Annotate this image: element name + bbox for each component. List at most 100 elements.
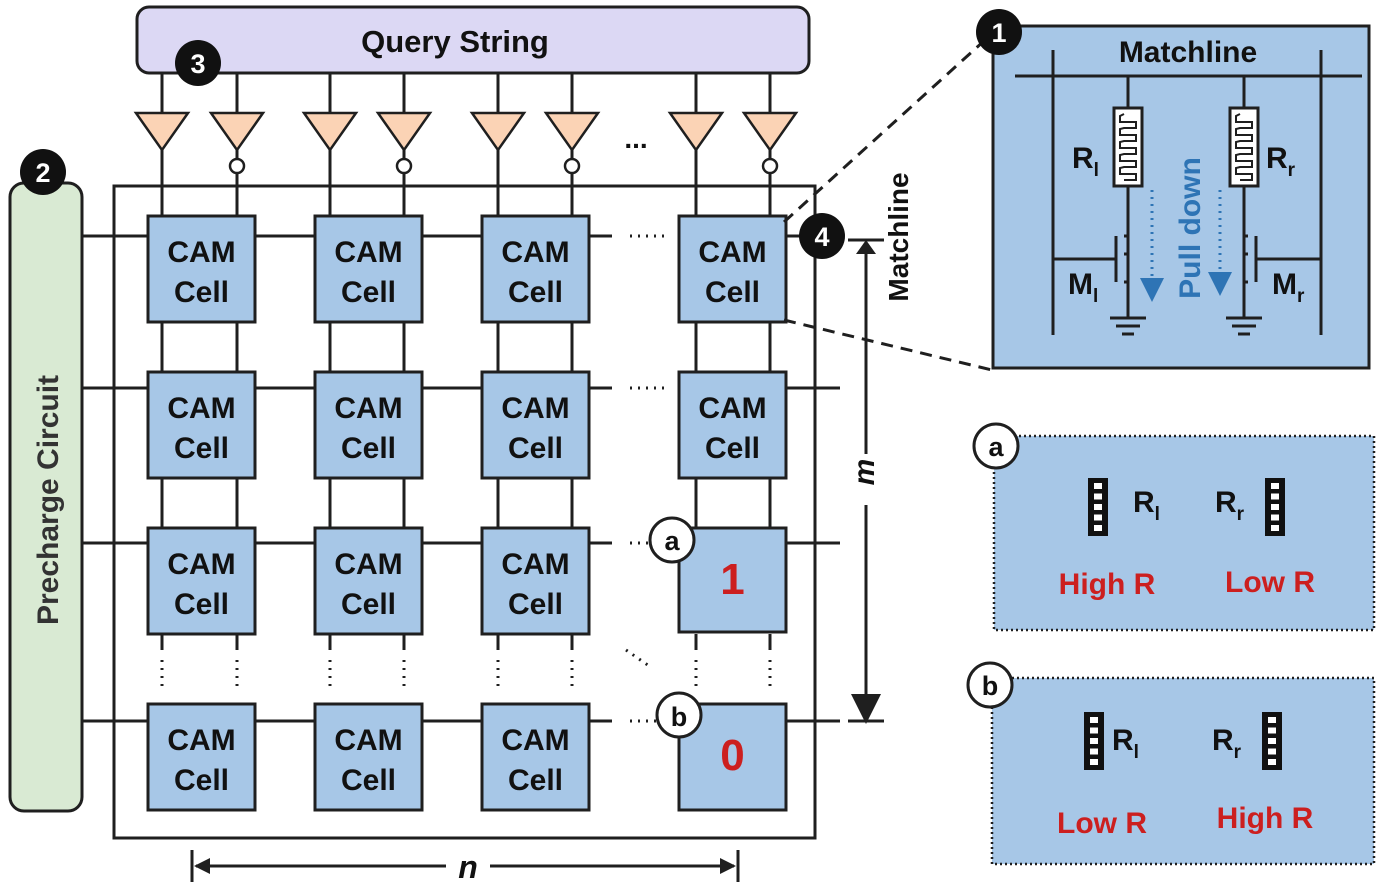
svg-text:a: a (664, 526, 680, 556)
m-label: m (848, 459, 881, 486)
cam-cell-line2: Cell (174, 432, 229, 465)
marker-1: 1 (976, 9, 1022, 55)
cam-cell-line1: CAM (698, 392, 766, 425)
cam-cell-line1: CAM (334, 392, 402, 425)
cam-cell-line2: Cell (341, 276, 396, 309)
cam-cell: CAM Cell (313, 214, 424, 324)
case-a-r-right-label: Rr (1215, 486, 1245, 525)
cam-cell: CAM Cell (146, 370, 257, 480)
m-left-label: Ml (1068, 268, 1098, 307)
resistor-right (1228, 76, 1260, 228)
svg-text:b: b (671, 702, 688, 732)
cam-cell: CAM Cell (480, 370, 591, 480)
r-right-label: Rr (1266, 142, 1296, 181)
precharge-label: Precharge Circuit (32, 375, 65, 625)
cam-cell-line2: Cell (341, 764, 396, 797)
inverter-bubble (563, 157, 581, 175)
cam-cell: CAM Cell (313, 370, 424, 480)
zoom-line-bottom (783, 318, 993, 372)
buffer-triangle (301, 111, 359, 153)
cam-cell-line2: Cell (508, 588, 563, 621)
cam-cell: CAM Cell (146, 526, 257, 636)
stored-value-text: 0 (720, 731, 744, 780)
case-b-resistor-left (1084, 712, 1104, 770)
case-a-resistor-right (1265, 478, 1285, 536)
buffer-triangle (667, 111, 725, 153)
zoom-line-top (782, 38, 987, 224)
cam-cell: CAM Cell (677, 370, 788, 480)
cam-cell-line1: CAM (334, 236, 402, 269)
cam-cell-line2: Cell (705, 276, 760, 309)
svg-text:4: 4 (814, 222, 829, 252)
svg-text:1: 1 (991, 18, 1006, 48)
cam-cell-line2: Cell (508, 764, 563, 797)
case-b-left-state: Low R (1057, 807, 1147, 840)
n-label: n (458, 849, 478, 885)
array-content: CAMCellCAMCellCAMCellCAMCellCAMCellCAMCe… (82, 73, 840, 812)
case-b-panel (990, 676, 1376, 866)
case-b-resistor-right (1262, 712, 1282, 770)
detail-circuit (1053, 76, 1321, 336)
case-b-r-right-label: Rr (1212, 724, 1242, 763)
m-arrow-top (856, 240, 876, 254)
n-arrow-left (194, 858, 210, 874)
marker-2: 2 (20, 149, 66, 195)
cam-cell-line1: CAM (334, 548, 402, 581)
case-b-r-left-label: Rl (1112, 724, 1139, 763)
buffer-triangle (133, 111, 191, 153)
svg-text:2: 2 (35, 158, 50, 188)
pull-down-label: Pull down (1174, 157, 1207, 299)
transistor-left (1053, 222, 1146, 336)
cam-cell-line2: Cell (341, 432, 396, 465)
cam-cell-line2: Cell (174, 588, 229, 621)
cam-cell-line1: CAM (167, 548, 235, 581)
query-string-label: Query String (361, 24, 549, 59)
cam-cell-line2: Cell (705, 432, 760, 465)
cam-cell: CAM Cell (146, 702, 257, 812)
inverter-triangle (741, 111, 799, 153)
cam-cell: CAM Cell (480, 702, 591, 812)
resistor-left (1112, 76, 1144, 228)
svg-text:3: 3 (190, 49, 205, 79)
cam-cell: CAM Cell (677, 214, 788, 324)
cam-cell-line1: CAM (167, 392, 235, 425)
cam-cell-line1: CAM (167, 236, 235, 269)
array-matchline-label: Matchline (883, 172, 914, 301)
cam-cell-line1: CAM (501, 724, 569, 757)
cam-cell-line2: Cell (508, 276, 563, 309)
marker-a-array: a (648, 516, 696, 564)
case-a-right-state: Low R (1225, 566, 1315, 599)
m-right-label: Mr (1272, 268, 1305, 307)
inverter-triangle (543, 111, 601, 153)
query-string-bar (135, 5, 811, 75)
cam-cell-line1: CAM (501, 392, 569, 425)
svg-text:a: a (988, 432, 1004, 462)
buffer-triangle (469, 111, 527, 153)
cam-cell-line2: Cell (508, 432, 563, 465)
cell-detail-panel (991, 24, 1371, 370)
cam-cell-line2: Cell (341, 588, 396, 621)
case-b-right-state: High R (1217, 802, 1314, 835)
cam-cell: CAM Cell (313, 526, 424, 636)
cam-cell-line2: Cell (174, 764, 229, 797)
cam-cell: CAM Cell (480, 214, 591, 324)
n-arrow-right (720, 858, 736, 874)
case-a-resistor-left (1088, 478, 1108, 536)
r-left-label: Rl (1072, 142, 1099, 181)
marker-b-panel: b (966, 661, 1014, 709)
stored-value-cell: 1 (677, 526, 788, 634)
cam-cell-line1: CAM (698, 236, 766, 269)
marker-4: 4 (799, 213, 845, 259)
case-panels-content (1084, 478, 1285, 770)
case-a-r-left-label: Rl (1133, 486, 1160, 525)
cam-cell-line1: CAM (167, 724, 235, 757)
cam-cell-line1: CAM (501, 236, 569, 269)
column-ellipsis: ... (624, 123, 647, 154)
transistor-right (1226, 222, 1321, 336)
marker-b-array: b (655, 691, 703, 739)
inverter-triangle (208, 111, 266, 153)
